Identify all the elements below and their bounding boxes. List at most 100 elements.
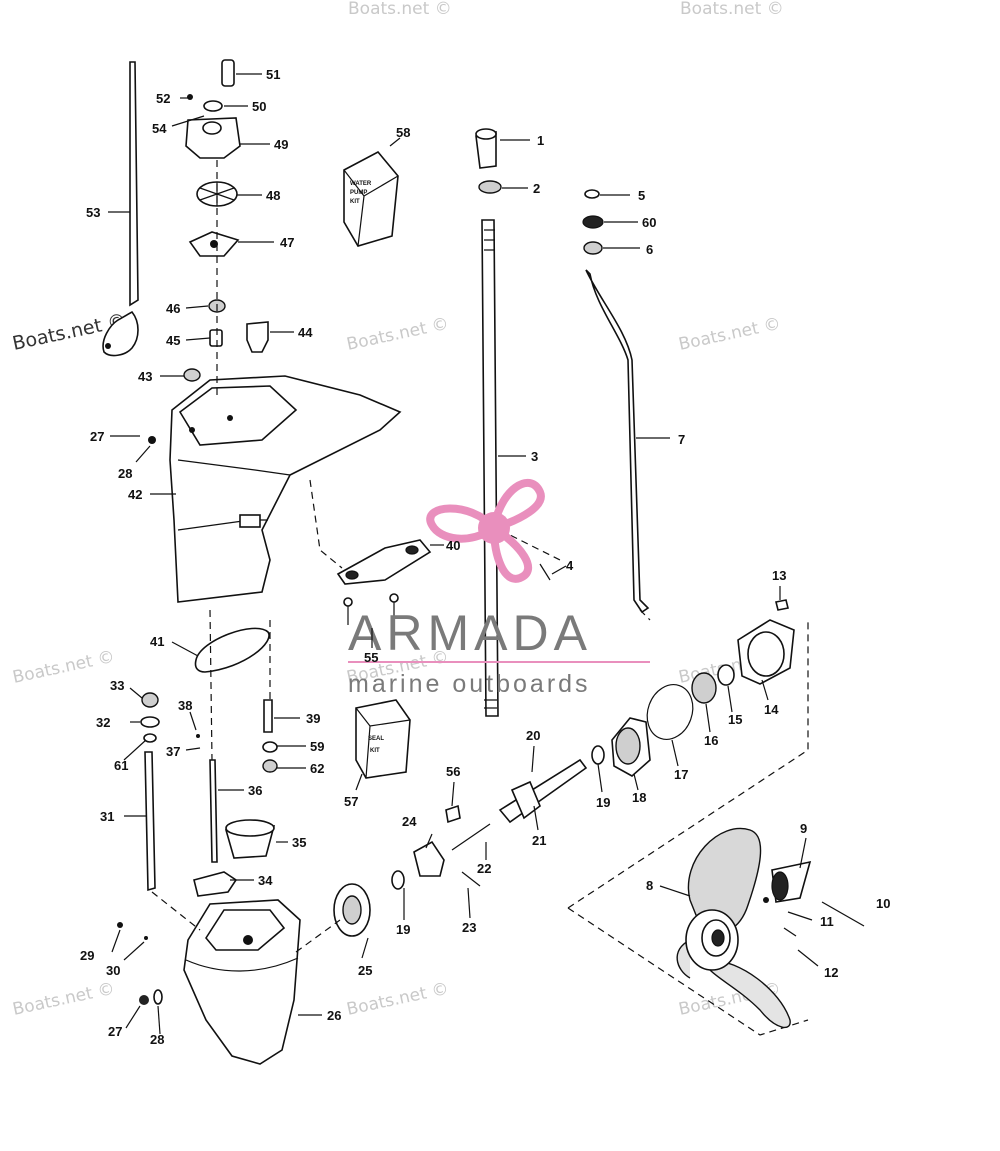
callout-26: 26: [327, 1008, 341, 1023]
watermark: Boats.net ©: [345, 314, 451, 355]
impeller-48: [196, 181, 238, 207]
callout-52: 52: [156, 91, 170, 106]
driveshaft-3: [475, 128, 551, 717]
water-tube-7: [582, 189, 650, 614]
callout-14: 14: [764, 702, 779, 717]
prop-shaft-assembly: [333, 599, 809, 1036]
callout-60: 60: [642, 215, 656, 230]
callout-53: 53: [86, 205, 100, 220]
gearcase-26: [183, 899, 301, 1065]
callout-56: 56: [446, 764, 460, 779]
alignment-lines: [151, 160, 651, 953]
callout-27: 27: [90, 429, 104, 444]
callout-40: 40: [446, 538, 460, 553]
callout-18: 18: [632, 790, 646, 805]
callout-19: 19: [596, 795, 610, 810]
callout-61: 61: [114, 758, 128, 773]
callout-1: 1: [537, 133, 544, 148]
callout-42: 42: [128, 487, 142, 502]
watermark: Boats.net ©: [348, 0, 452, 19]
small-parts-46-45-44-43: [183, 299, 269, 382]
callout-41: 41: [150, 634, 164, 649]
propeller-8: [676, 827, 791, 1029]
callout-31: 31: [100, 809, 114, 824]
kit-label: KIT: [350, 199, 360, 205]
callout-11: 11: [820, 914, 834, 929]
callout-28: 28: [118, 466, 132, 481]
callout-3: 3: [531, 449, 538, 464]
watermark: Boats.net ©: [11, 979, 117, 1020]
callout-32: 32: [96, 715, 110, 730]
callout-43: 43: [138, 369, 152, 384]
callout-34: 34: [258, 873, 273, 888]
gasket-41: [194, 627, 270, 673]
watermark: Boats.net ©: [680, 0, 784, 19]
kit-label: KIT: [370, 748, 380, 754]
callout-24: 24: [402, 814, 417, 829]
callout-leaders: [108, 73, 819, 1035]
callout-50: 50: [252, 99, 266, 114]
studs-31-33-32-61: [140, 692, 160, 892]
callout-13: 13: [772, 568, 786, 583]
kit-label: WATER: [350, 181, 372, 187]
plate-47: [188, 231, 240, 257]
screws-27-28-29-30-lower: [117, 922, 163, 1005]
watermarks: Boats.net © Boats.net © Boats.net © Boat…: [10, 0, 783, 1020]
kit-label: SEAL: [368, 736, 384, 742]
retainer-34: [193, 871, 238, 897]
armada-logo: ARMADA marine outboards: [348, 478, 650, 698]
callout-9: 9: [800, 821, 807, 836]
callout-51: 51: [266, 67, 280, 82]
driveshaft-housing-42: [148, 375, 402, 603]
callout-16: 16: [704, 733, 718, 748]
callout-33: 33: [110, 678, 124, 693]
callout-29: 29: [80, 948, 94, 963]
callout-8: 8: [646, 878, 653, 893]
callout-49: 49: [274, 137, 288, 152]
callout-35: 35: [292, 835, 306, 850]
callout-36: 36: [248, 783, 262, 798]
callout-19: 19: [396, 922, 410, 937]
callout-27: 27: [108, 1024, 122, 1039]
callout-62: 62: [310, 761, 324, 776]
prop-nut-cone-9: [763, 860, 865, 937]
callout-21: 21: [532, 833, 546, 848]
studs-36-39: [196, 699, 278, 863]
callout-7: 7: [678, 432, 685, 447]
callout-10: 10: [876, 896, 890, 911]
callout-2: 2: [533, 181, 540, 196]
callout-5: 5: [638, 188, 645, 203]
trim-tab-40: [336, 539, 432, 625]
callout-59: 59: [310, 739, 324, 754]
pump-housing-49: [185, 59, 241, 159]
callout-38: 38: [178, 698, 192, 713]
callout-4: 4: [566, 558, 574, 573]
bearing-35: [224, 819, 276, 859]
kit-label: PUMP: [350, 190, 367, 196]
watermark: Boats.net ©: [11, 647, 117, 688]
callout-25: 25: [358, 963, 372, 978]
callout-15: 15: [728, 712, 742, 727]
callout-44: 44: [298, 325, 313, 340]
callout-28: 28: [150, 1032, 164, 1047]
callout-55: 55: [364, 650, 378, 665]
shift-rod-53: [102, 61, 139, 357]
watermark: Boats.net ©: [345, 979, 451, 1020]
callout-numbers: 1 2 3 4 5 6 7 8 9 10 11 12 13 14 15 16 1…: [80, 67, 890, 1047]
callout-30: 30: [106, 963, 120, 978]
water-pump-kit-58: WATER PUMP KIT: [343, 150, 399, 247]
callout-45: 45: [166, 333, 180, 348]
callout-47: 47: [280, 235, 294, 250]
callout-17: 17: [674, 767, 688, 782]
callout-54: 54: [152, 121, 167, 136]
callout-39: 39: [306, 711, 320, 726]
propeller-logo-icon: [426, 478, 545, 583]
callout-37: 37: [166, 744, 180, 759]
watermark: Boats.net ©: [677, 314, 783, 355]
callout-57: 57: [344, 794, 358, 809]
brand-tagline: marine outboards: [348, 670, 591, 698]
callout-58: 58: [396, 125, 410, 140]
callout-20: 20: [526, 728, 540, 743]
callout-22: 22: [477, 861, 491, 876]
